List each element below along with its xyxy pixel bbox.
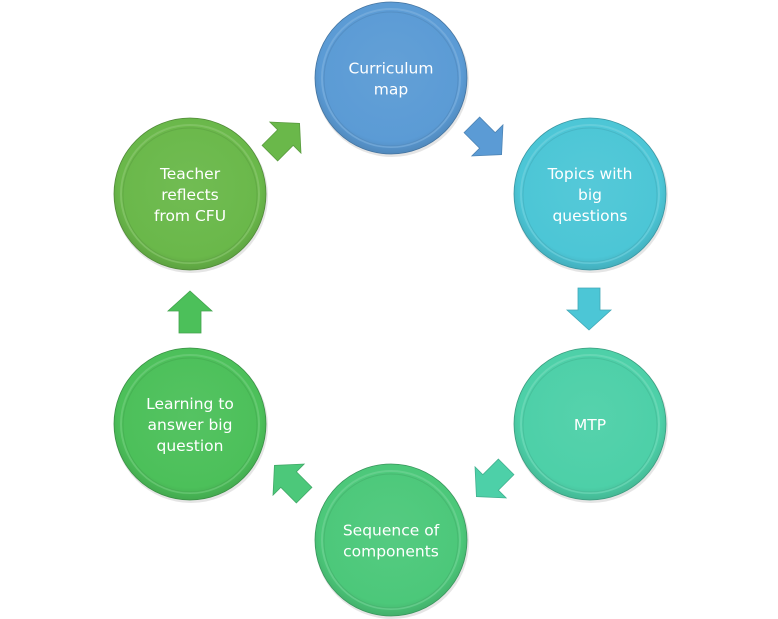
node-bevel-inner bbox=[522, 127, 658, 263]
arrow-shape bbox=[463, 116, 504, 157]
node-topics-with-big-questions: Topics with big questions bbox=[513, 117, 668, 273]
node-label-line: Learning to bbox=[146, 395, 234, 413]
node-sequence-of-components: Sequence of components bbox=[314, 463, 469, 619]
arrows-layer bbox=[166, 116, 613, 504]
node-label-line: questions bbox=[552, 207, 627, 225]
node-bevel-inner bbox=[323, 11, 459, 147]
node-bevel-inner bbox=[323, 473, 459, 609]
arrow-mtp-to-sequence-of-components bbox=[474, 458, 515, 499]
node-bevel bbox=[520, 124, 660, 264]
node-label-line: Topics with bbox=[547, 165, 633, 183]
node-label-line: reflects bbox=[161, 186, 219, 204]
arrow-shape bbox=[565, 287, 613, 331]
node-label: Topics with big questions bbox=[547, 165, 633, 225]
node-circle bbox=[314, 463, 468, 617]
arrow-shape bbox=[474, 458, 515, 499]
node-mtp: MTP bbox=[513, 347, 668, 503]
node-label-line: question bbox=[157, 437, 224, 455]
node-label-line: MTP bbox=[574, 416, 606, 434]
node-label-line: big bbox=[578, 186, 602, 204]
arrow-shape bbox=[261, 121, 302, 162]
node-label-line: Sequence of bbox=[343, 522, 440, 540]
node-bevel bbox=[120, 354, 260, 494]
node-label: Sequence of components bbox=[343, 522, 440, 561]
node-bevel bbox=[120, 124, 260, 264]
node-bevel bbox=[321, 470, 461, 610]
node-label-line: answer big bbox=[148, 416, 233, 434]
arrow-shape bbox=[272, 463, 313, 504]
node-label-line: Teacher bbox=[159, 165, 221, 183]
node-label-line: Curriculum bbox=[348, 60, 433, 78]
node-circle bbox=[113, 117, 267, 271]
node-bevel bbox=[520, 354, 660, 494]
node-bevel-inner bbox=[122, 127, 258, 263]
node-circle bbox=[513, 347, 667, 501]
node-label: Learning to answer big question bbox=[146, 395, 234, 455]
node-label: Curriculum map bbox=[348, 60, 433, 99]
node-learning-to-answer-big-question: Learning to answer big question bbox=[113, 347, 268, 503]
arrow-topics-with-big-questions-to-mtp bbox=[565, 287, 613, 331]
node-circle bbox=[513, 117, 667, 271]
node-label: MTP bbox=[574, 416, 606, 434]
arrow-curriculum-map-to-topics-with-big-questions bbox=[463, 116, 504, 157]
arrow-teacher-reflects-from-cfu-to-curriculum-map bbox=[261, 121, 302, 162]
node-circle bbox=[314, 1, 468, 155]
node-label-line: map bbox=[374, 81, 408, 99]
node-label-line: from CFU bbox=[154, 207, 226, 225]
node-label-line: components bbox=[343, 543, 439, 561]
node-curriculum-map: Curriculum map bbox=[314, 1, 469, 157]
node-circle bbox=[113, 347, 267, 501]
node-teacher-reflects-from-cfu: Teacher reflects from CFU bbox=[113, 117, 268, 273]
arrow-learning-to-answer-big-question-to-teacher-reflects-from-cfu bbox=[166, 290, 214, 334]
node-bevel bbox=[321, 8, 461, 148]
arrow-shape bbox=[166, 290, 214, 334]
node-bevel-inner bbox=[122, 357, 258, 493]
node-bevel-inner bbox=[522, 357, 658, 493]
arrow-sequence-of-components-to-learning-to-answer-big-question bbox=[272, 463, 313, 504]
node-label: Teacher reflects from CFU bbox=[154, 165, 226, 225]
